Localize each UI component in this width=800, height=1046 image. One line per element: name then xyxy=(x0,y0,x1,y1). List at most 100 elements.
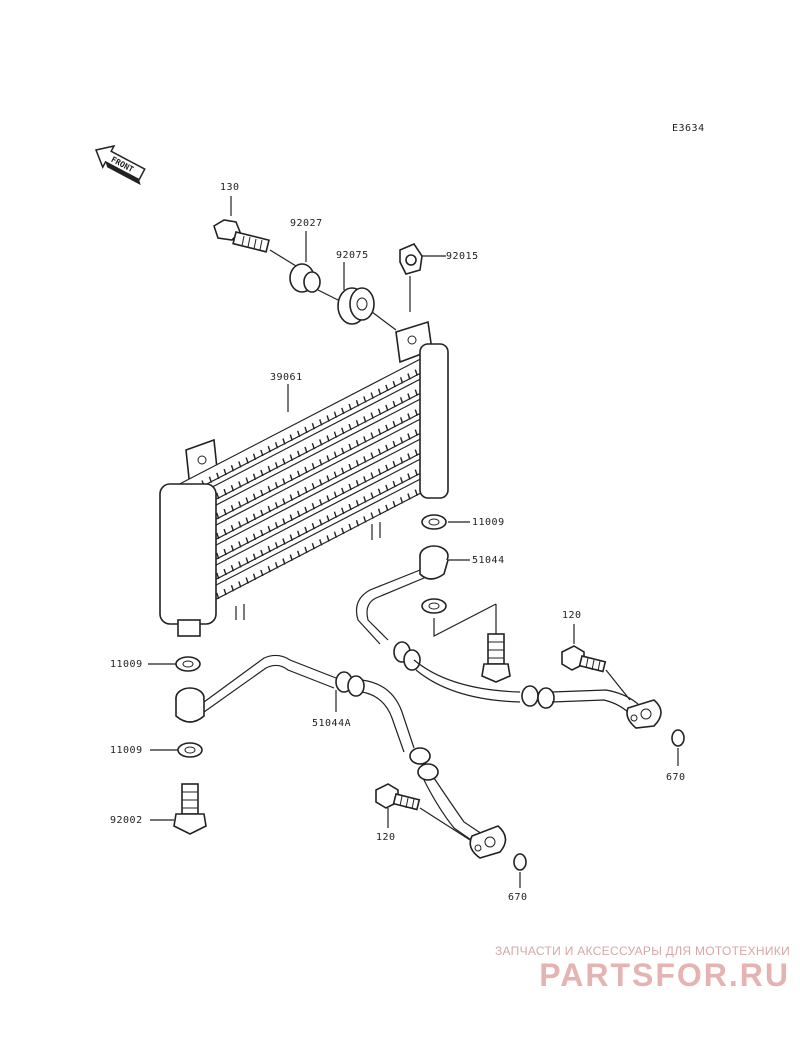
cooler-fin-tick xyxy=(282,438,286,445)
label-92075: 92075 xyxy=(336,250,369,261)
label-670-bottom: 670 xyxy=(508,892,528,903)
cooler-fin-tick xyxy=(407,393,411,400)
washer-11009-right-part xyxy=(421,514,470,530)
cooler-fin-tick xyxy=(341,407,345,415)
cooler-fin-tick xyxy=(319,479,323,486)
watermark: ЗАПЧАСТИ И АКСЕССУАРЫ ДЛЯ МОТОТЕХНИКИ Pa… xyxy=(470,944,790,992)
cooler-fin-tick xyxy=(363,416,367,423)
o-ring-670-right-part xyxy=(671,729,685,766)
cooler-fin-tick xyxy=(296,490,301,498)
cooler-fin-tick xyxy=(230,545,235,552)
cooler-fin-tick xyxy=(289,474,293,481)
cooler-fin-tick xyxy=(238,541,242,548)
cooler-fin-tick xyxy=(296,430,301,438)
label-120-bottom: 120 xyxy=(376,832,396,843)
cooler-fin-tick xyxy=(407,493,411,500)
damper-92075-part xyxy=(337,287,397,331)
cooler-fin-tick xyxy=(289,434,293,441)
cooler-fin-tick xyxy=(333,511,338,518)
cooler-fin-tick xyxy=(363,456,367,463)
cooler-fin-tick xyxy=(230,505,235,512)
cooler-fin-tick xyxy=(363,496,367,503)
cooler-fin-tick xyxy=(267,505,271,513)
label-120-right: 120 xyxy=(562,610,582,621)
cooler-fin-tick xyxy=(252,513,257,520)
cooler-fin-tick xyxy=(245,477,249,484)
cooler-fin-tick xyxy=(260,529,264,537)
pipe-51044-part xyxy=(355,545,662,729)
cooler-fin-tick xyxy=(341,467,345,475)
cooler-fin-tick xyxy=(311,462,316,470)
washer-11009-left2-part xyxy=(150,742,203,758)
cooler-fin-tick xyxy=(304,446,308,454)
cooler-fin-tick xyxy=(304,466,308,474)
cooler-fin-tick xyxy=(311,482,316,490)
cooler-fin-tick xyxy=(260,489,264,497)
cooler-fin-tick xyxy=(267,465,271,473)
cooler-fin-tick xyxy=(399,477,404,484)
cooler-fin-tick xyxy=(348,523,352,531)
cooler-fin-tick xyxy=(252,573,257,580)
cooler-fin-tick xyxy=(274,562,279,569)
cooler-fin-tick xyxy=(245,497,249,504)
cooler-fin-tick xyxy=(296,510,301,518)
cooler-fin-tick xyxy=(274,542,279,549)
cooler-fin-tick xyxy=(304,426,308,434)
cooler-fin-tick xyxy=(260,549,264,557)
cooler-fin-tick xyxy=(348,423,352,431)
cooler-fin-tick xyxy=(238,521,242,528)
cooler-fin-tick xyxy=(399,397,404,404)
cooler-fin-tick xyxy=(238,461,242,468)
label-92027: 92027 xyxy=(290,218,323,229)
cooler-fin-tick xyxy=(341,427,345,435)
cooler-fin-tick xyxy=(341,507,345,515)
front-arrow-icon: FRONT xyxy=(94,144,146,186)
cooler-fin-tick xyxy=(348,443,352,451)
cooler-fin-tick xyxy=(333,471,338,478)
cooler-fin-tick xyxy=(385,464,389,472)
label-11009-right: 11009 xyxy=(472,517,505,528)
cooler-fin-tick xyxy=(274,462,279,469)
cooler-fin-tick xyxy=(355,480,360,487)
cooler-fin-tick xyxy=(252,553,257,560)
cooler-fin-tick xyxy=(370,392,374,399)
cooler-fin-tick xyxy=(399,377,404,384)
cooler-fin-tick xyxy=(304,486,308,494)
cooler-fin-tick xyxy=(216,552,220,560)
cooler-fin-tick xyxy=(260,449,264,457)
cooler-fin-tick xyxy=(289,494,293,501)
label-670-right: 670 xyxy=(666,772,686,783)
cooler-fin-tick xyxy=(216,532,220,540)
cooler-fin-tick xyxy=(377,408,382,415)
cooler-fin-tick xyxy=(355,400,360,407)
cooler-fin-tick xyxy=(230,485,235,492)
bolt-120-right-part xyxy=(561,624,631,701)
label-11009-left2: 11009 xyxy=(110,745,143,756)
cooler-fin-tick xyxy=(274,502,279,509)
cooler-fin-tick xyxy=(341,487,345,495)
cooler-fin-tick xyxy=(216,492,220,500)
label-39061: 39061 xyxy=(270,372,303,383)
cooler-fin-tick xyxy=(407,473,411,480)
cooler-fin-tick xyxy=(399,437,404,444)
cooler-fin-tick xyxy=(377,488,382,495)
cooler-fin-tick xyxy=(348,503,352,511)
cooler-fin-tick xyxy=(245,537,249,544)
cooler-fin-tick xyxy=(355,460,360,467)
cooler-fin-tick xyxy=(252,533,257,540)
cooler-fin-tick xyxy=(267,565,271,573)
cooler-fin-tick xyxy=(348,403,352,411)
cooler-fin-tick xyxy=(223,568,227,576)
cooler-fin-tick xyxy=(311,522,316,530)
cooler-fin-tick xyxy=(326,435,330,442)
cooler-fin-tick xyxy=(304,506,308,514)
cooler-fin-tick xyxy=(238,501,242,508)
cooler-fin-tick xyxy=(238,481,242,488)
cooler-fin-tick xyxy=(245,577,249,584)
cooler-fin-tick xyxy=(319,539,323,546)
watermark-caption: ЗАПЧАСТИ И АКСЕССУАРЫ ДЛЯ МОТОТЕХНИКИ xyxy=(494,944,790,958)
cooler-fin-tick xyxy=(208,476,213,483)
cooler-fin-tick xyxy=(230,465,235,472)
cooler-fin-tick xyxy=(377,448,382,455)
